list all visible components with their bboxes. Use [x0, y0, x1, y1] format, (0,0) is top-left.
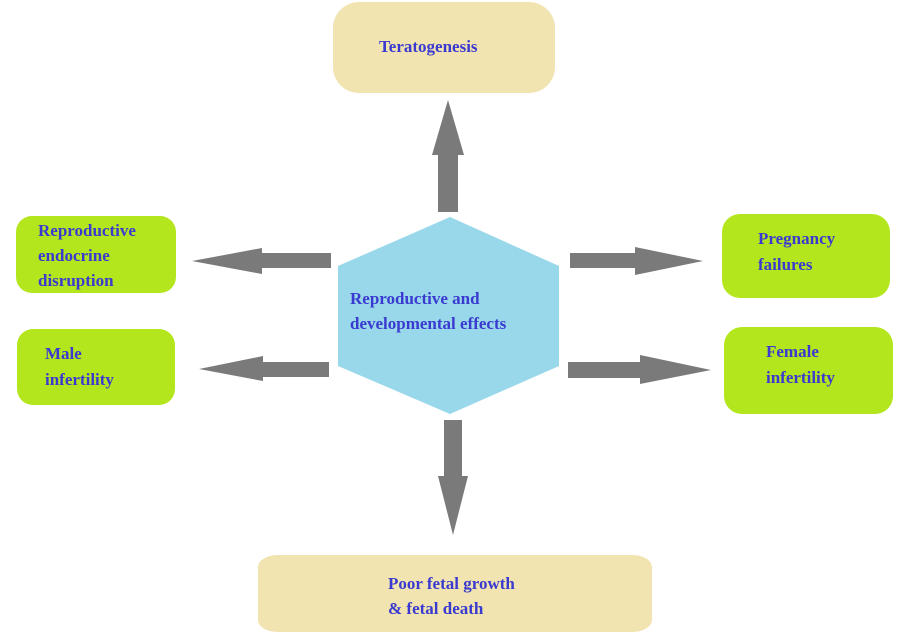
arrow-up — [432, 100, 464, 212]
center-hexagon — [338, 217, 559, 414]
center-label-line-1: Reproductive and — [350, 289, 480, 308]
center-node-label: Reproductive and developmental effects — [350, 286, 550, 336]
node-label-line-3: disruption — [38, 271, 114, 290]
node-male-infertility: Male infertility — [17, 329, 175, 405]
node-label-line-1: Male — [45, 344, 82, 363]
node-label: Teratogenesis — [379, 37, 478, 56]
arrow-left-lower — [199, 356, 329, 381]
node-label-line-1: Reproductive — [38, 221, 136, 240]
node-label-line-2: endocrine — [38, 246, 110, 265]
node-female-infertility: Female infertility — [724, 327, 893, 414]
node-label-line-2: failures — [758, 255, 813, 274]
node-label-line-2: infertility — [45, 370, 114, 389]
node-teratogenesis: Teratogenesis — [333, 2, 555, 93]
arrow-right-lower — [568, 355, 711, 384]
node-label-line-2: infertility — [766, 368, 835, 387]
center-label-line-2: developmental effects — [350, 314, 507, 333]
node-label-line-2: & fetal death — [388, 599, 484, 618]
node-reproductive-endocrine-disruption: Reproductive endocrine disruption — [16, 216, 176, 293]
node-label-line-1: Female — [766, 342, 819, 361]
node-label-line-1: Poor fetal growth — [388, 574, 515, 593]
arrow-left-upper — [192, 248, 331, 274]
node-label-line-1: Pregnancy — [758, 229, 836, 248]
node-pregnancy-failures: Pregnancy failures — [722, 214, 890, 298]
node-poor-fetal-growth: Poor fetal growth & fetal death — [258, 555, 652, 632]
arrow-down — [438, 420, 468, 535]
arrow-right-upper — [570, 247, 703, 275]
